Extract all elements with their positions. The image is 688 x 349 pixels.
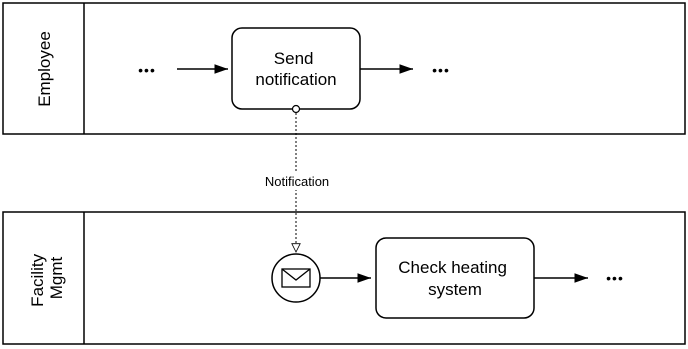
task-send-notification[interactable]: Send notification: [231, 27, 361, 110]
task-label-send-notification: Send notification: [255, 49, 336, 89]
ellipsis-incoming: •••: [138, 62, 156, 78]
message-flow-notification: Notification: [252, 104, 342, 253]
message-start-event[interactable]: [271, 253, 321, 303]
envelope-icon: [281, 268, 311, 288]
pool-label-facility-mgmt: Facility Mgmt: [28, 249, 66, 307]
task-label-check-heating-system: Check heating system: [398, 258, 511, 299]
ellipsis-facility-outgoing: •••: [606, 270, 624, 286]
task-check-heating-system[interactable]: Check heating system: [375, 237, 535, 319]
pool-label-employee: Employee: [35, 31, 54, 107]
message-flow-label: Notification: [265, 174, 329, 189]
ellipsis-outgoing: •••: [432, 62, 450, 78]
